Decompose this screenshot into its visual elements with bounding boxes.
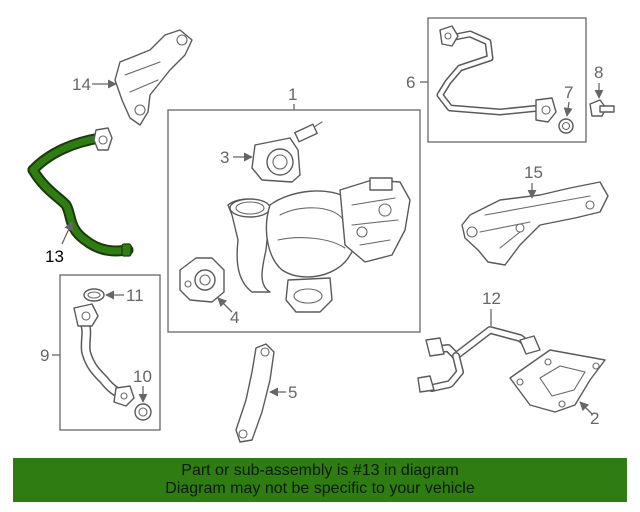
callout-2: 2 bbox=[590, 409, 599, 428]
callout-13: 13 bbox=[45, 247, 64, 266]
part-11-o-ring[interactable] bbox=[83, 288, 105, 302]
banner-line-1: Part or sub-assembly is #13 in diagram bbox=[181, 462, 459, 479]
info-banner: Part or sub-assembly is #13 in diagram D… bbox=[13, 458, 627, 502]
pipe-assembly-box bbox=[427, 17, 587, 143]
leader-2 bbox=[579, 401, 593, 415]
callout-5: 5 bbox=[288, 383, 297, 402]
callout-10: 10 bbox=[133, 367, 152, 386]
banner-line-2: Diagram may not be specific to your vehi… bbox=[165, 480, 475, 497]
part-14-bracket[interactable] bbox=[114, 29, 193, 126]
part-9-oil-return-pipe[interactable] bbox=[73, 303, 135, 407]
part-7-washer[interactable] bbox=[558, 118, 574, 134]
callout-4: 4 bbox=[230, 308, 239, 327]
callout-14: 14 bbox=[72, 75, 91, 94]
part-13-coolant-pipe[interactable] bbox=[27, 127, 134, 257]
callout-9: 9 bbox=[40, 346, 49, 365]
callout-8: 8 bbox=[594, 63, 603, 82]
callout-1: 1 bbox=[288, 85, 297, 104]
leader-7 bbox=[563, 101, 573, 117]
callout-6: 6 bbox=[406, 73, 415, 92]
part-3-actuator[interactable] bbox=[251, 121, 323, 183]
callout-7: 7 bbox=[564, 83, 573, 102]
part-10-washer[interactable] bbox=[134, 403, 152, 421]
oil-return-box bbox=[59, 274, 161, 431]
leader-13 bbox=[61, 221, 73, 245]
part-6-oil-pipe[interactable] bbox=[436, 25, 557, 123]
callout-11: 11 bbox=[126, 286, 144, 305]
part-15-heat-shield[interactable] bbox=[461, 181, 609, 266]
part-8-bolt[interactable] bbox=[589, 99, 615, 117]
callout-15: 15 bbox=[524, 163, 543, 182]
part-4-valve[interactable] bbox=[179, 257, 225, 303]
turbo-assembly-box bbox=[167, 109, 421, 333]
part-12-coolant-hose[interactable] bbox=[417, 326, 541, 393]
callout-12: 12 bbox=[482, 289, 501, 308]
part-2-gasket[interactable] bbox=[509, 349, 606, 413]
part-5-support-bracket[interactable] bbox=[235, 343, 275, 443]
leader-4 bbox=[217, 297, 233, 313]
callout-3: 3 bbox=[220, 148, 229, 167]
part-1-turbocharger[interactable] bbox=[227, 177, 411, 313]
